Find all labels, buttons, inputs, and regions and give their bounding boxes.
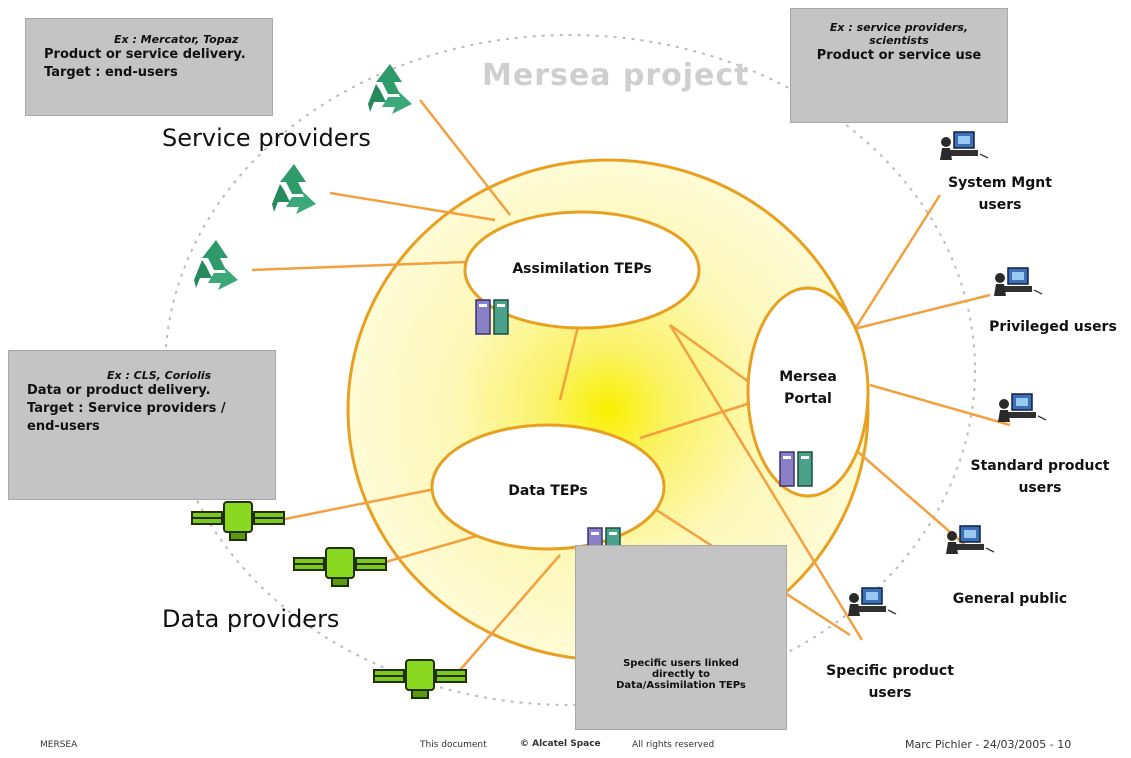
portal-line: Portal xyxy=(784,391,832,407)
user-label-system-mgnt: System Mgnt users xyxy=(930,172,1070,216)
box-line: Target : Service providers / xyxy=(27,401,226,416)
box-line: Data or product delivery. xyxy=(27,383,211,398)
assimilation-teps-label: Assimilation TEPs xyxy=(512,261,652,277)
box-line: Product or service delivery. xyxy=(44,47,246,62)
data-providers-label: Data providers xyxy=(162,605,340,633)
box-line: end-users xyxy=(27,419,100,434)
example-text: Ex : Mercator, Topaz xyxy=(114,33,239,46)
data-teps-label: Data TEPs xyxy=(508,483,588,499)
project-boundary xyxy=(164,34,976,706)
box-line: Specific users linked xyxy=(623,658,739,669)
example-text: Ex : service providers, xyxy=(829,21,969,34)
diagram-title: Mersea project xyxy=(482,58,750,93)
user-label-line: System Mgnt xyxy=(948,175,1052,191)
mersea-portal-node xyxy=(746,286,870,498)
recycle-icon xyxy=(272,164,316,214)
portal-line: Mersea xyxy=(779,369,837,385)
service-providers-label: Service providers xyxy=(162,124,371,152)
user-label-privileged: Privileged users xyxy=(978,316,1128,338)
info-box-data-delivery: Ex : CLS, Coriolis Data or product deliv… xyxy=(8,350,276,500)
computer-user-icon xyxy=(993,267,1043,297)
user-label-general-public: General public xyxy=(940,588,1080,610)
user-label-line: users xyxy=(978,197,1022,213)
user-label-specific-product: Specific product users xyxy=(810,660,970,704)
satellite-icon xyxy=(191,501,285,541)
info-box-specific-users: Specific users linked directly to Data/A… xyxy=(575,545,787,730)
satellite-icon xyxy=(373,659,467,699)
footer-left: MERSEA xyxy=(40,740,78,750)
recycle-icon xyxy=(368,64,412,114)
user-label-line: Standard product xyxy=(970,458,1110,474)
info-box-service-delivery: Ex : Mercator, Topaz Product or service … xyxy=(25,18,273,116)
data-teps-node xyxy=(430,423,666,551)
computer-user-icon xyxy=(997,393,1047,423)
computer-user-icon xyxy=(847,587,897,617)
footer-right: Marc Pichler - 24/03/2005 - 10 xyxy=(905,738,1072,751)
footer-center-a: This document xyxy=(420,740,487,750)
example-text: Ex : CLS, Coriolis xyxy=(107,369,212,382)
satellite-icon xyxy=(293,547,387,587)
footer-center-b: © Alcatel Space xyxy=(520,739,601,749)
footer-center-c: All rights reserved xyxy=(632,740,715,750)
box-line: directly to xyxy=(651,669,711,680)
user-label-standard-product: Standard product users xyxy=(960,455,1120,499)
box-line: Target : end-users xyxy=(44,65,178,80)
user-label-line: users xyxy=(1018,480,1062,496)
box-line: Data/Assimilation TEPs xyxy=(616,680,746,691)
recycle-icon xyxy=(194,240,238,290)
box-line: Product or service use xyxy=(816,48,982,63)
mersea-portal-label: Mersea Portal xyxy=(760,366,856,410)
assimilation-teps-node xyxy=(463,210,701,330)
user-label-line: General public xyxy=(952,591,1068,607)
computer-user-icon xyxy=(945,525,995,555)
user-label-line: Privileged users xyxy=(989,319,1117,335)
example-text: scientists xyxy=(869,34,929,47)
computer-user-icon xyxy=(939,131,989,161)
user-label-line: Specific product xyxy=(826,663,954,679)
user-label-line: users xyxy=(868,685,912,701)
info-box-product-use: Ex : service providers, scientists Produ… xyxy=(790,8,1008,123)
